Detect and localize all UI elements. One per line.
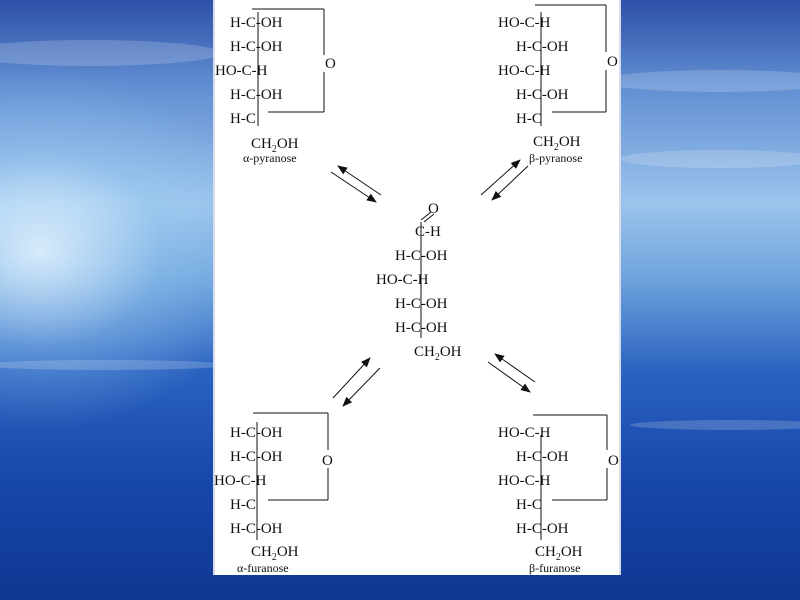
- formula-row: HO-C-H: [215, 63, 268, 79]
- open-chain-structure: O C-H H-C-OH HO-C-H H-C-OH H-C-OH CH2OH: [376, 201, 462, 363]
- formula-row: H-C-OH: [230, 39, 283, 55]
- double-arrow-icon: [330, 165, 382, 203]
- structure-label: β-pyranose: [529, 151, 582, 165]
- ring-oxygen: O: [608, 453, 619, 469]
- formula-row: HO-C-H: [498, 63, 551, 79]
- formula-row: H-C-OH: [395, 248, 448, 264]
- ring-oxygen: O: [325, 56, 336, 72]
- formula-row: HO-C-H: [214, 473, 267, 489]
- formula-row: H-C: [230, 497, 256, 513]
- ring-oxygen: O: [322, 453, 333, 469]
- formula-row: H-C: [230, 111, 256, 127]
- double-arrow-icon: [487, 353, 536, 393]
- beta-pyranose-structure: HO-C-H H-C-OH HO-C-H H-C-OH H-C O CH2OH …: [498, 4, 618, 165]
- ch2oh-group: CH2OH: [533, 134, 581, 153]
- formula-row: H-C: [516, 111, 542, 127]
- ch2oh-group: CH2OH: [414, 344, 462, 363]
- alpha-furanose-structure: H-C-OH H-C-OH HO-C-H H-C H-C-OH O CH2OH …: [214, 412, 333, 575]
- formula-row: H-C-OH: [230, 87, 283, 103]
- formula-row: HO-C-H: [376, 272, 429, 288]
- formula-row: H-C-OH: [230, 15, 283, 31]
- formula-row: H-C-OH: [395, 320, 448, 336]
- ring-oxygen: O: [607, 54, 618, 70]
- sea-streak: [0, 360, 230, 370]
- diagram-panel: [213, 0, 621, 575]
- structure-label: α-furanose: [237, 561, 289, 575]
- formula-row: H-C-OH: [516, 449, 569, 465]
- double-arrow-icon: [332, 357, 381, 407]
- beta-furanose-structure: HO-C-H H-C-OH HO-C-H H-C H-C-OH O CH2OH …: [498, 414, 619, 575]
- formula-row: H-C-OH: [516, 87, 569, 103]
- carbonyl-oxygen: O: [428, 201, 439, 217]
- formula-row: H-C-OH: [230, 425, 283, 441]
- formula-row: H-C: [516, 497, 542, 513]
- sky-streak: [600, 70, 800, 92]
- structure-label: β-furanose: [529, 561, 580, 575]
- ch2oh-group: CH2OH: [251, 544, 299, 563]
- formula-row: H-C-OH: [230, 521, 283, 537]
- formula-row: H-C-OH: [230, 449, 283, 465]
- sea-streak: [630, 420, 800, 430]
- formula-row: HO-C-H: [498, 425, 551, 441]
- sky-streak: [0, 40, 220, 66]
- double-arrow-icon: [480, 159, 529, 201]
- formula-row: HO-C-H: [498, 473, 551, 489]
- structure-label: α-pyranose: [243, 151, 297, 165]
- alpha-pyranose-structure: H-C-OH H-C-OH HO-C-H H-C-OH H-C O CH2OH …: [215, 8, 336, 165]
- ch2oh-group: CH2OH: [251, 136, 299, 155]
- formula-row: C-H: [415, 224, 441, 240]
- formula-row: HO-C-H: [498, 15, 551, 31]
- formula-row: H-C-OH: [395, 296, 448, 312]
- sky-streak: [620, 150, 800, 168]
- ch2oh-group: CH2OH: [535, 544, 583, 563]
- formula-row: H-C-OH: [516, 521, 569, 537]
- formula-row: H-C-OH: [516, 39, 569, 55]
